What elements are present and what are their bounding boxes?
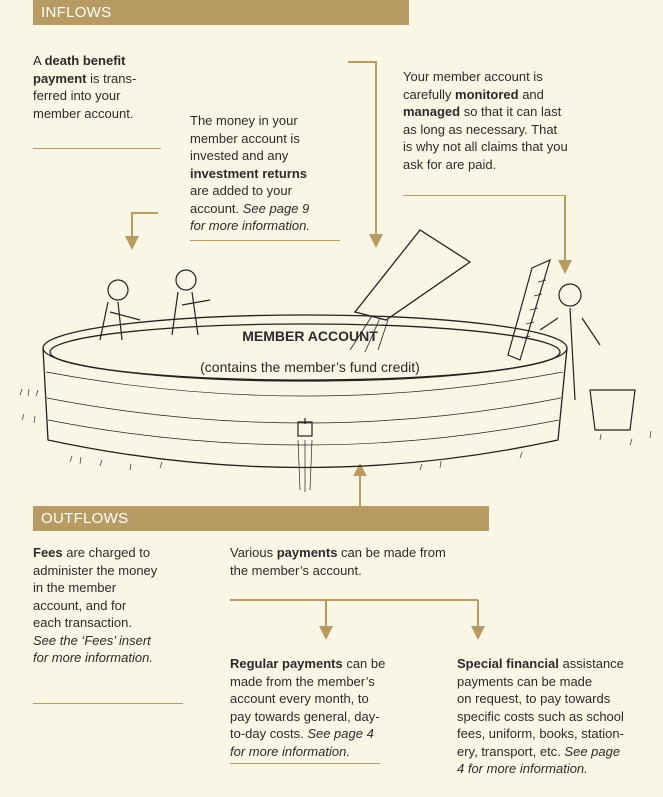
regular-payments-text: Regular payments can be made from the me… <box>230 656 386 759</box>
special-payments-text: Special financial assistance payments ca… <box>457 656 624 776</box>
monitored-rule <box>403 195 565 196</box>
tank-title: MEMBER ACCOUNT <box>242 328 378 344</box>
death-benefit-text: A death benefit payment is trans- ferred… <box>33 53 137 121</box>
various-text: Various payments can be made from the me… <box>230 545 446 578</box>
people-drawing <box>99 269 636 431</box>
tank-subtitle: (contains the member’s fund credit) <box>200 359 420 375</box>
outflows-header: OUTFLOWS <box>33 506 489 531</box>
fees-rule <box>33 703 183 704</box>
inflows-header: INFLOWS <box>33 0 409 25</box>
flow-arrows <box>131 61 566 628</box>
tap-drawing <box>297 418 313 492</box>
death-benefit-rule <box>33 148 161 149</box>
investment-rule <box>190 240 340 241</box>
regular-rule <box>230 763 380 764</box>
outflow-arrow-head <box>353 463 367 476</box>
grass-drawing <box>19 388 652 471</box>
fees-text: Fees are charged to administer the money… <box>33 545 158 665</box>
pipe-drawing <box>349 229 472 353</box>
special-arrow-head <box>471 626 485 640</box>
monitored-text: Your member account is carefully monitor… <box>403 69 568 172</box>
investment-arrow-head <box>369 234 383 248</box>
measuring-stick-drawing <box>507 258 551 361</box>
investment-text: The money in your member account is inve… <box>190 113 310 233</box>
regular-arrow-head <box>319 626 333 640</box>
death-benefit-arrow-head <box>125 236 139 250</box>
death-benefit-arrow <box>131 212 158 238</box>
monitor-arrow-head <box>558 260 572 274</box>
investment-arrow <box>348 61 377 235</box>
